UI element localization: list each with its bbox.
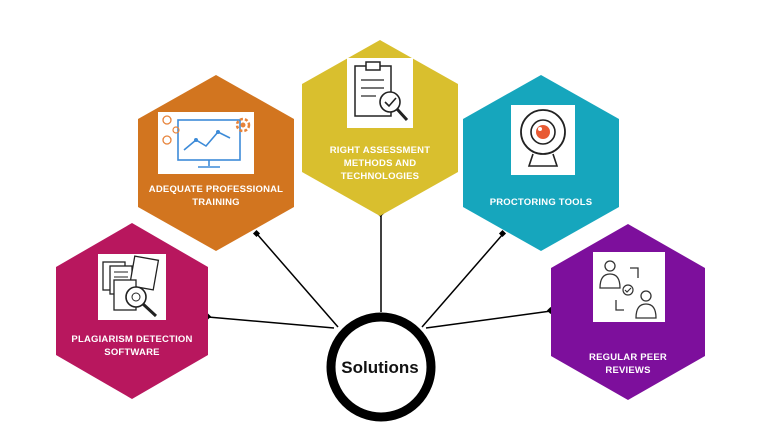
connector-training <box>256 233 339 328</box>
label-assessment: RIGHT ASSESSMENT METHODS AND TECHNOLOGIE… <box>329 145 431 182</box>
connector-dot-training <box>252 229 261 238</box>
label-plagiarism: PLAGIARISM DETECTION SOFTWARE <box>71 334 193 358</box>
label-training: ADEQUATE PROFESSIONAL TRAINING <box>148 184 284 208</box>
center-ring <box>326 312 436 422</box>
center-label: Solutions <box>341 358 419 377</box>
label-proctoring: PROCTORING TOOLS <box>489 197 593 208</box>
webcam-icon <box>511 105 575 175</box>
connector-proctoring <box>421 233 504 328</box>
peer-exchange-icon <box>593 252 665 322</box>
document-magnifier-icon <box>98 254 166 320</box>
clipboard-check-icon <box>347 58 413 128</box>
analytics-monitor-icon <box>158 112 254 174</box>
connector-plagiarism <box>207 316 335 329</box>
connector-dot-proctoring <box>498 229 507 238</box>
label-peer: REGULAR PEER REVIEWS <box>589 352 667 376</box>
connector-peer <box>425 310 552 329</box>
